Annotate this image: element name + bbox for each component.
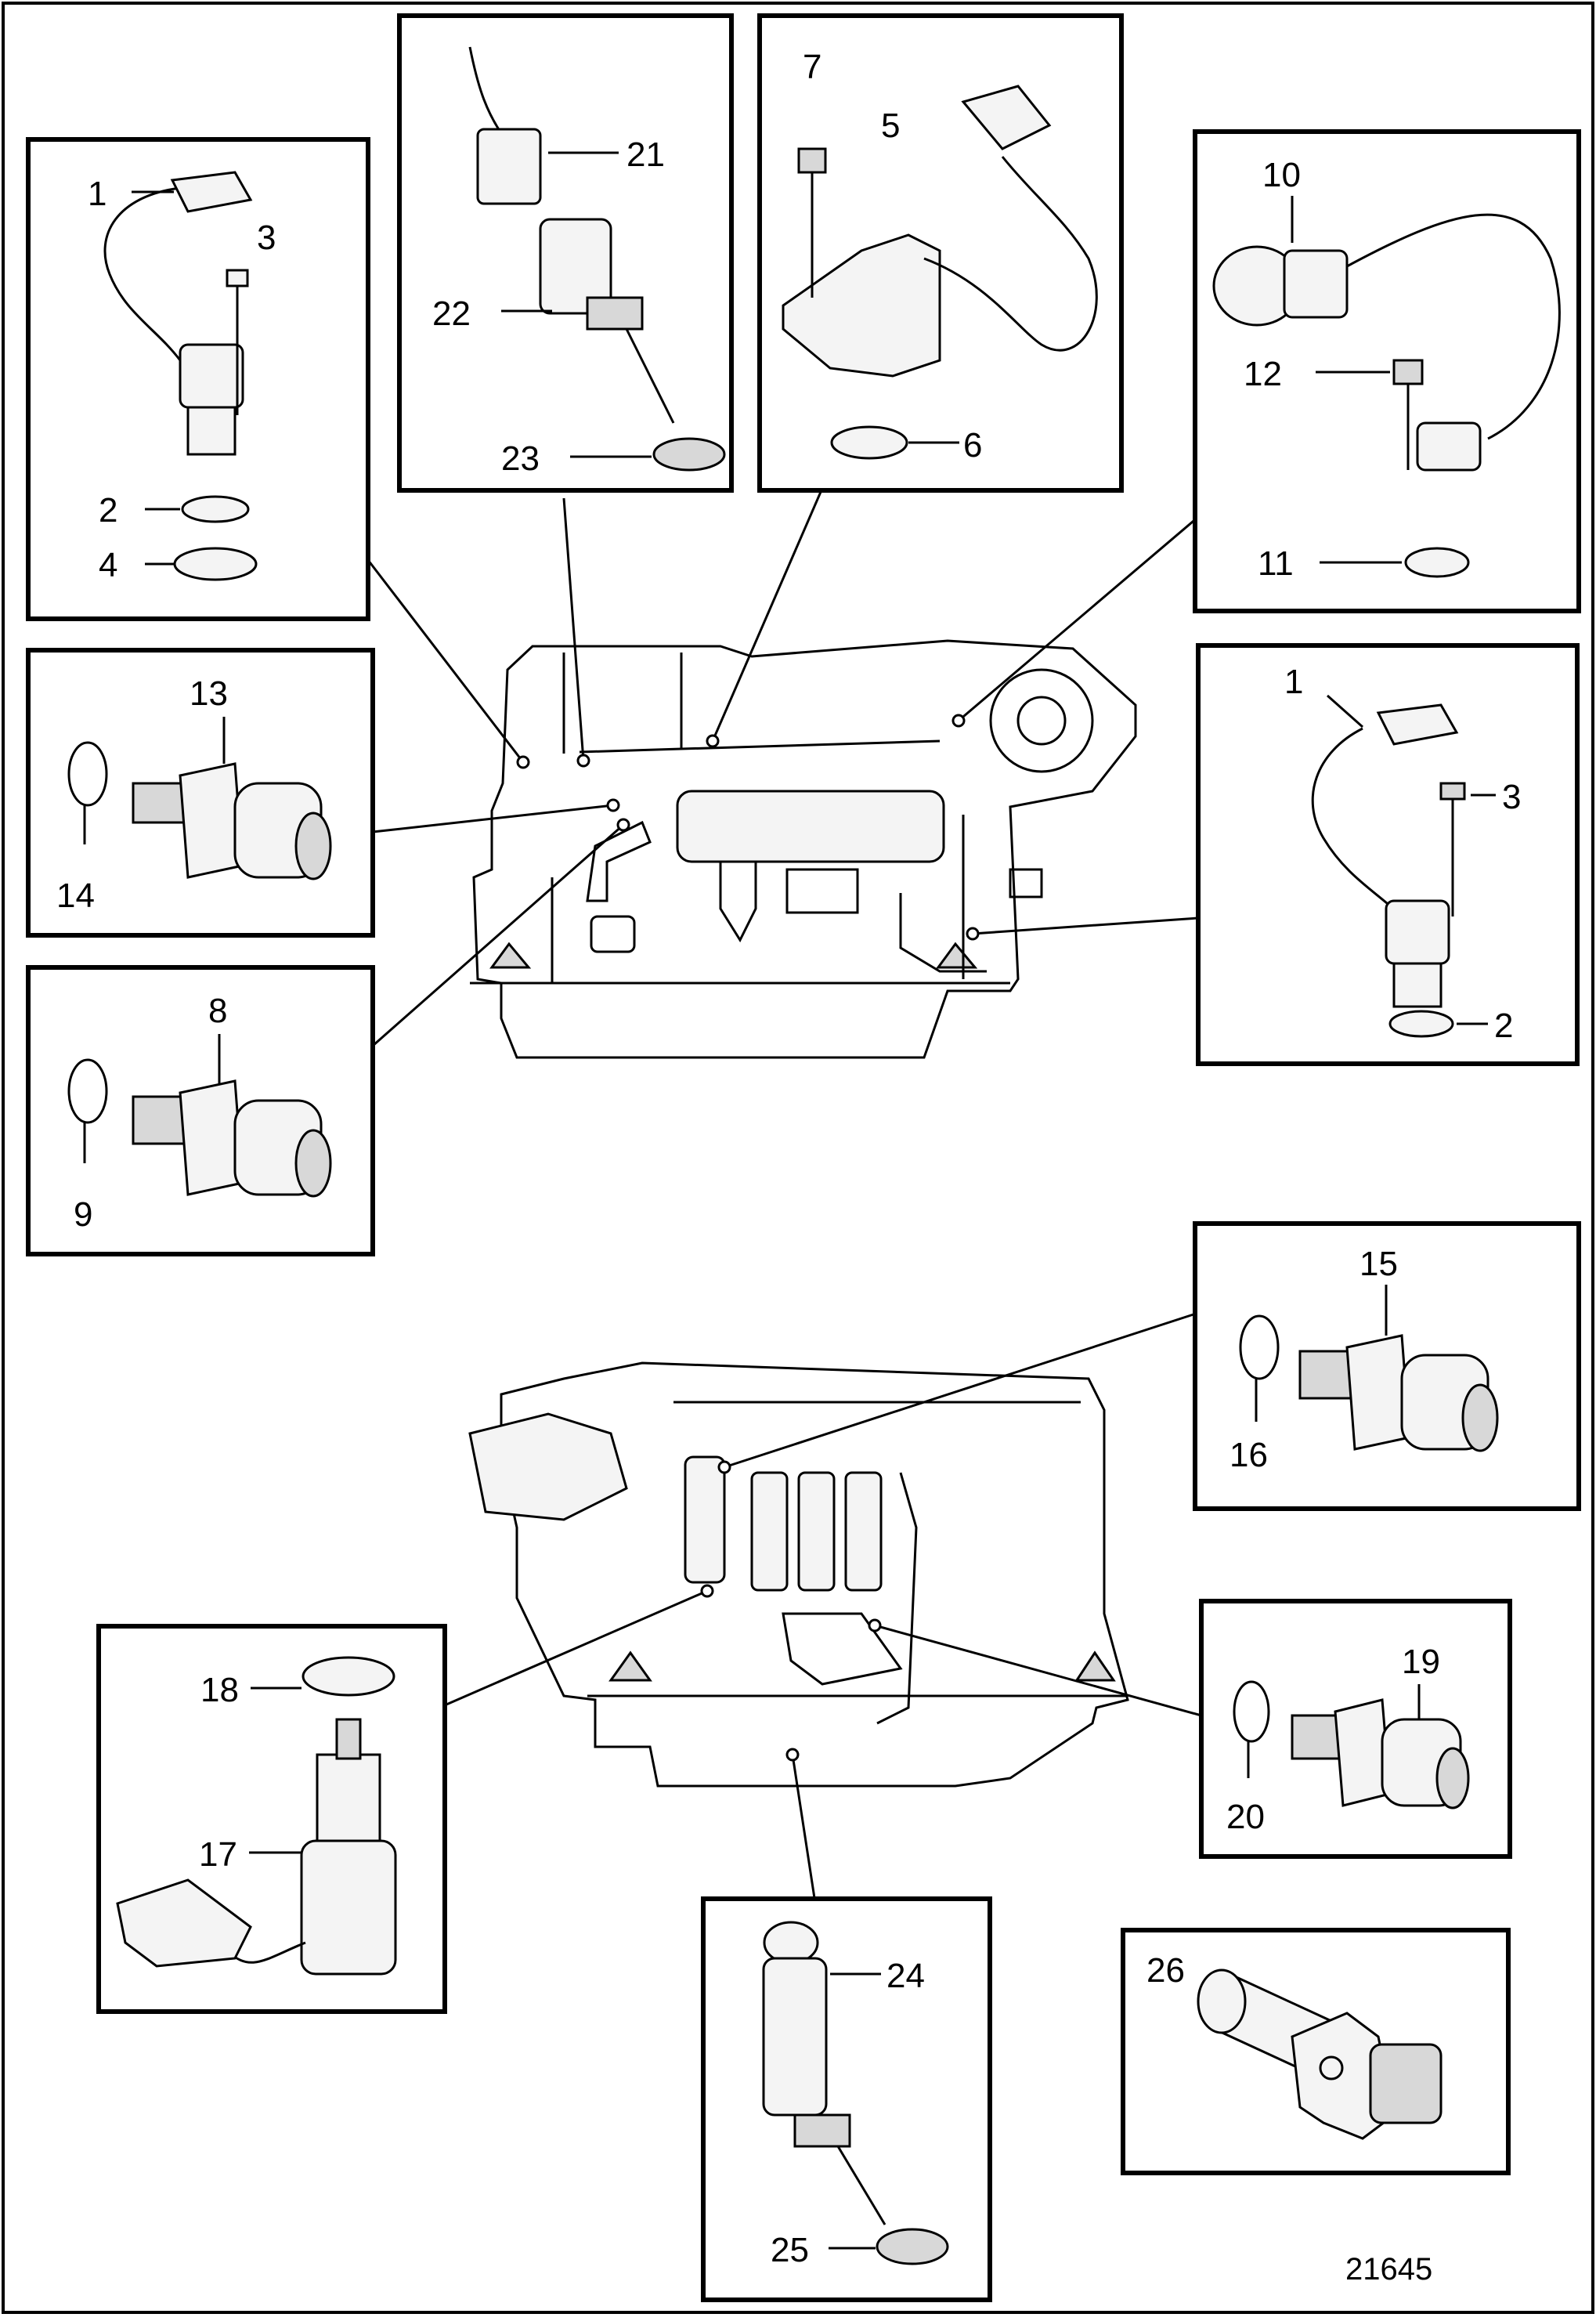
label-part-13: 13 bbox=[190, 674, 228, 713]
callout-box-sensor-21-22-23: 21 22 23 bbox=[397, 13, 734, 493]
label-part-15: 15 bbox=[1359, 1245, 1398, 1283]
label-part-14: 14 bbox=[56, 877, 95, 915]
label-part-17: 17 bbox=[199, 1835, 237, 1874]
label-part-7: 7 bbox=[803, 48, 821, 86]
callout-box-sensor-13-14: 13 14 bbox=[26, 648, 375, 938]
label-part-1b: 1 bbox=[1284, 663, 1303, 701]
upper-engine-view bbox=[470, 639, 1137, 1059]
label-part-20: 20 bbox=[1226, 1798, 1265, 1836]
label-part-25: 25 bbox=[771, 2231, 809, 2269]
callout-box-sensor-24-25: 24 25 bbox=[701, 1896, 992, 2302]
label-part-23: 23 bbox=[501, 439, 540, 478]
callout-box-sensor-26: 26 bbox=[1121, 1928, 1511, 2175]
callout-box-sensor-17-18: 18 17 bbox=[96, 1624, 447, 2014]
label-part-11: 11 bbox=[1258, 544, 1294, 583]
label-part-9: 9 bbox=[74, 1195, 92, 1234]
label-part-8: 8 bbox=[208, 992, 227, 1030]
label-part-5: 5 bbox=[881, 107, 900, 145]
callout-box-sensor-1-2-3: 1 3 2 bbox=[1196, 643, 1580, 1066]
callout-box-sensor-10-11-12: 10 12 11 bbox=[1193, 129, 1581, 613]
label-part-2a: 2 bbox=[99, 491, 117, 530]
label-part-4: 4 bbox=[99, 546, 117, 584]
label-part-18: 18 bbox=[200, 1671, 239, 1709]
label-part-1a: 1 bbox=[88, 175, 107, 213]
lower-engine-view bbox=[468, 1361, 1129, 1788]
label-part-3b: 3 bbox=[1502, 778, 1521, 816]
label-part-6: 6 bbox=[963, 426, 982, 465]
callout-box-sensor-19-20: 19 20 bbox=[1199, 1599, 1512, 1859]
label-part-2b: 2 bbox=[1494, 1007, 1513, 1045]
label-part-21: 21 bbox=[626, 136, 665, 174]
callout-box-sensor-5-6-7: 7 5 6 bbox=[757, 13, 1124, 493]
callout-box-sensor-1-2-3-4: 1 3 2 4 bbox=[26, 137, 370, 621]
label-part-10: 10 bbox=[1262, 156, 1301, 194]
label-part-26: 26 bbox=[1146, 1951, 1185, 1990]
label-part-12: 12 bbox=[1244, 355, 1282, 393]
label-part-3a: 3 bbox=[257, 219, 276, 257]
callout-box-sensor-8-9: 8 9 bbox=[26, 965, 375, 1256]
document-number: 21645 bbox=[1345, 2252, 1432, 2287]
label-part-24: 24 bbox=[886, 1957, 925, 1995]
label-part-22: 22 bbox=[432, 295, 471, 333]
leader-lines bbox=[367, 491, 1202, 1899]
label-part-19: 19 bbox=[1402, 1643, 1440, 1681]
label-part-16: 16 bbox=[1229, 1436, 1268, 1474]
callout-box-sensor-15-16: 15 16 bbox=[1193, 1221, 1581, 1511]
